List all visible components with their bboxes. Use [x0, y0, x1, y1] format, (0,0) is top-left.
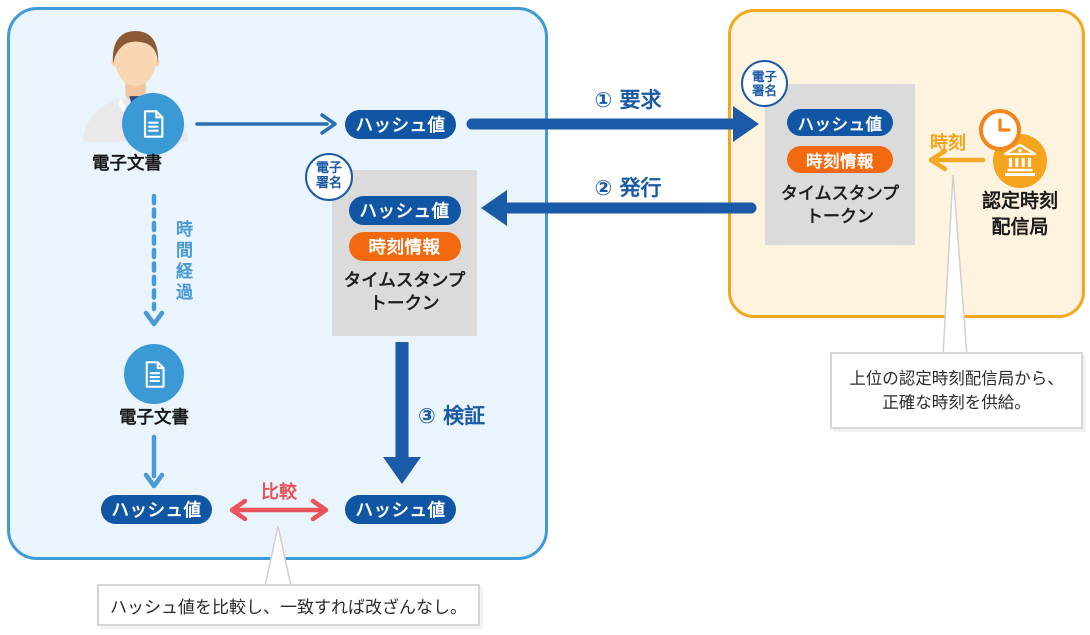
timestamp-token-title-right: タイムスタンプ トークン [781, 183, 899, 229]
esign-line1: 電子 [751, 68, 777, 84]
esign-badge-left: 電子 署名 [305, 153, 353, 201]
time-supply-line1: 上位の認定時刻配信局から、 [849, 368, 1064, 388]
authority-line2: 配信局 [991, 216, 1049, 238]
hash-pill-bottom-right: ハッシュ値 [345, 495, 456, 524]
time-info-pill-right: 時刻情報 [787, 146, 893, 173]
hash-pill-token-left: ハッシュ値 [348, 196, 461, 225]
bank-icon [993, 134, 1047, 188]
clock-icon [979, 109, 1021, 151]
hash-pill-top: ハッシュ値 [345, 110, 456, 139]
compare-label: 比較 [261, 482, 297, 503]
time-elapsed-label: 時間経過 [172, 220, 192, 304]
timestamp-title-line1: タイムスタンプ [343, 271, 466, 291]
document-label-bottom: 電子文書 [119, 408, 189, 428]
timestamp-title-line2: トークン [806, 207, 874, 227]
verify-label: ③ 検証 [418, 404, 486, 428]
timestamp-token-box-right: ハッシュ値 時刻情報 タイムスタンプ トークン [765, 84, 915, 245]
esign-line2: 署名 [751, 82, 777, 98]
time-supply-callout: 上位の認定時刻配信局から、 正確な時刻を供給。 [830, 352, 1083, 429]
issue-label: ② 発行 [594, 176, 662, 200]
time-label: 時刻 [930, 133, 966, 154]
esign-badge-right: 電子 署名 [741, 60, 788, 107]
esign-line1: 電子 [315, 161, 342, 177]
timestamp-token-box-left: ハッシュ値 時刻情報 タイムスタンプ トークン [332, 170, 477, 336]
timestamp-title-line1: タイムスタンプ [780, 184, 900, 204]
document-icon-2 [124, 344, 184, 404]
document-icon [122, 93, 184, 155]
time-info-pill-left: 時刻情報 [348, 232, 461, 261]
hash-pill-bottom-left: ハッシュ値 [101, 495, 212, 524]
hash-compare-text: ハッシュ値を比較し、一致すれば改ざんなし。 [110, 597, 467, 618]
document-label-top: 電子文書 [92, 154, 162, 174]
esign-line2: 署名 [315, 176, 342, 191]
authority-label: 認定時刻 配信局 [950, 188, 1090, 240]
timestamp-token-title-left: タイムスタンプ トークン [344, 270, 466, 316]
time-supply-line2: 正確な時刻を供給。 [882, 392, 1031, 412]
timestamp-title-line2: トークン [369, 294, 440, 314]
hash-pill-token-right: ハッシュ値 [787, 109, 893, 136]
hash-compare-callout: ハッシュ値を比較し、一致すれば改ざんなし。 [97, 584, 480, 626]
request-label: ① 要求 [594, 88, 662, 112]
authority-line1: 認定時刻 [981, 190, 1058, 212]
